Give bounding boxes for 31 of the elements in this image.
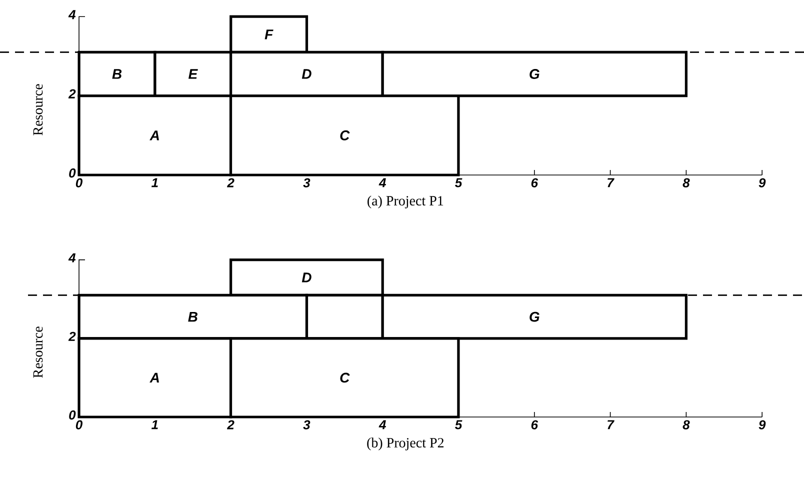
tick-label: 0 [69,410,76,420]
axis-title: Resource [33,84,43,136]
tick-label: 9 [758,178,766,188]
activity-box: F [230,15,308,54]
tick-label: 7 [608,178,614,188]
tick-label: 9 [758,420,766,430]
tick-label: 7 [608,420,614,430]
tick-label: 2 [226,178,234,188]
activity-box: A [78,337,232,418]
tick-label: 6 [531,178,538,188]
tick-label: 5 [455,178,462,188]
tick-label: 0 [76,178,82,188]
tick-label: 8 [682,420,690,430]
chart-caption: (a) Project P1 [368,196,444,208]
tick-label: 2 [68,89,76,98]
tick-label: 6 [531,420,538,430]
tick-label: 4 [68,10,76,20]
tick-label: 0 [76,420,82,430]
activity-box: B [78,50,156,98]
activity-box: E [154,50,232,98]
activity-box: G [381,50,688,98]
axis-title: Resource [33,326,43,378]
tick-label: 2 [68,332,76,341]
tick-label: 0 [69,168,76,178]
activity-box: D [230,258,384,296]
chart-caption: (b) Project P2 [367,438,444,450]
tick-label: 8 [682,178,690,188]
activity-box [305,294,384,340]
tick-label: 2 [226,420,234,430]
tick-label: 5 [455,420,462,430]
tick-label: 4 [68,253,76,262]
